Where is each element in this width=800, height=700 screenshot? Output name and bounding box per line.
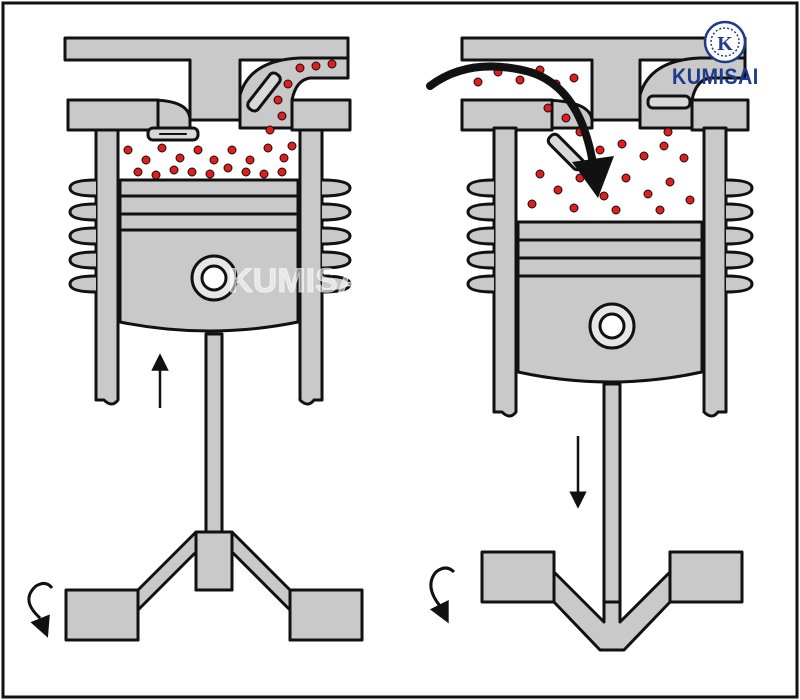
left-cooling-fins-left (68, 178, 98, 294)
kumisai-logo-icon: K (703, 20, 747, 64)
left-combustion-particles (123, 59, 337, 180)
rotation-arrow-icon (429, 566, 456, 607)
left-cylinder-wall-right (298, 126, 324, 406)
right-exhaust-valve (646, 94, 692, 110)
rotation-arrow-icon (27, 581, 54, 620)
curved-arrow-head (572, 156, 614, 198)
left-wrist-pin-hole (200, 264, 228, 292)
brand-name: KUMISAI (672, 64, 759, 89)
left-exhaust-valve (246, 71, 282, 113)
right-cooling-fins-right (724, 178, 754, 294)
logo-emblem-letter: K (717, 33, 733, 55)
right-cylinder-wall-left (492, 126, 518, 418)
right-head-flange-right (690, 98, 750, 132)
watermark: KUMISAI (228, 262, 372, 300)
left-head-flange-left (66, 98, 160, 132)
right-engine-panel (460, 36, 754, 652)
right-exhaust-port (638, 56, 747, 130)
left-cylinder-wall-left (94, 126, 120, 406)
left-exhaust-port (238, 56, 350, 130)
right-wrist-pin-hole (598, 312, 626, 340)
right-intake-particles (473, 65, 695, 215)
curved-arrow-icon (426, 62, 598, 174)
left-head-flange-right (290, 98, 352, 132)
right-connecting-rod (602, 382, 622, 606)
left-engine-panel (63, 36, 364, 642)
right-piston (516, 220, 704, 384)
right-cylinder-wall-right (702, 126, 728, 418)
left-connecting-rod (204, 332, 224, 536)
right-head-flange-left (460, 98, 554, 132)
right-cooling-fins-left (466, 178, 496, 294)
left-cooling-fins-right (320, 178, 352, 294)
left-crankshaft (64, 530, 364, 642)
